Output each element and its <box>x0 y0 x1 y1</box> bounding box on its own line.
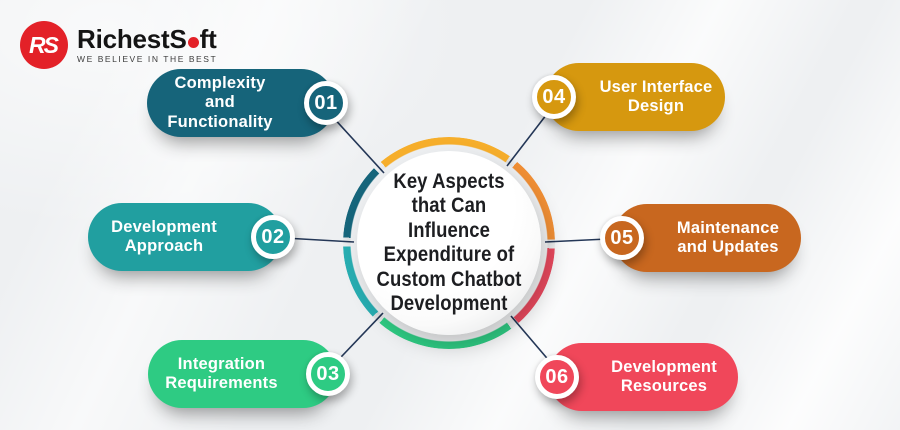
center-title-line: Custom Chatbot <box>376 267 522 291</box>
number-badge-04: 04 <box>532 75 576 119</box>
aspect-pill-06: Development Resources 06 <box>535 343 738 411</box>
number-badge-01: 01 <box>304 81 348 125</box>
center-title-line: Expenditure of <box>383 243 515 266</box>
center-title-line: that Can Influence <box>408 194 490 242</box>
number-badge-02: 02 <box>251 215 295 259</box>
logo-o-dot-icon <box>187 36 199 48</box>
aspect-pill-01: Complexity and Functionality 01 <box>147 69 348 137</box>
center-title: Key Aspects that Can Influence Expenditu… <box>371 170 528 317</box>
number-badge-03: 03 <box>306 352 350 396</box>
brand-tagline: WE BELIEVE IN THE BEST <box>77 54 218 65</box>
number-badge-05: 05 <box>600 216 644 260</box>
aspect-pill-03: Integration Requirements 03 <box>148 340 350 408</box>
aspect-pill-05: Maintenance and Updates 05 <box>600 204 801 272</box>
logo-icon-letters: RS <box>29 31 59 58</box>
center-title-line: Key Aspects <box>393 169 505 193</box>
aspect-pill-02: Development Approach 02 <box>88 203 295 271</box>
center-circle: Key Aspects that Can Influence Expenditu… <box>357 151 541 335</box>
center-title-line: Development <box>390 292 508 315</box>
richestsoft-logo-icon: RS <box>20 21 68 69</box>
number-badge-06: 06 <box>535 355 579 399</box>
aspect-pill-04: User Interface Design 04 <box>532 63 725 131</box>
